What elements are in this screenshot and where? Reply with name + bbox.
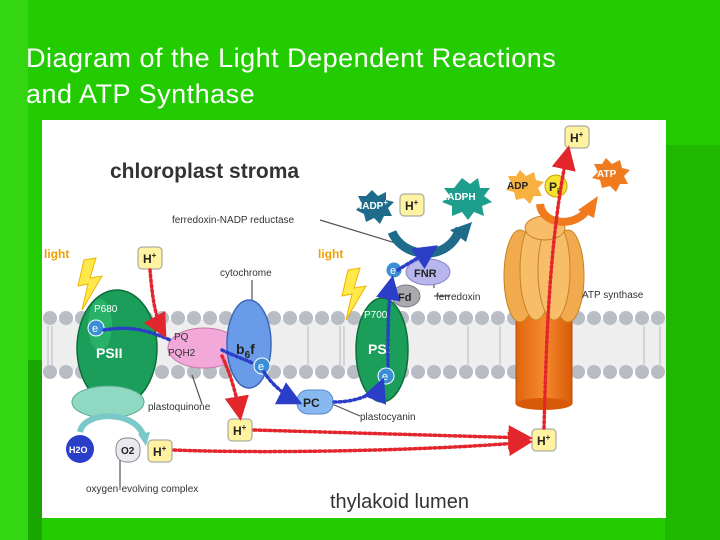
h-plus-badge (564, 125, 590, 149)
cytochrome-label: cytochrome (220, 268, 272, 279)
electron-label: e (258, 361, 264, 373)
nadph-burst-icon (442, 178, 492, 220)
water-molecule-icon (66, 435, 94, 463)
phosphate-label: Pi (549, 180, 559, 196)
h-plus-label: H+ (153, 444, 167, 459)
photosystem-ii (71, 289, 158, 419)
electron-transport-path (102, 245, 439, 405)
background-stripe (665, 145, 720, 540)
atp-burst-icon (592, 158, 630, 192)
h-plus-label: H+ (405, 198, 419, 213)
fd-label: Fd (398, 292, 411, 304)
o2-label: O2 (121, 446, 135, 457)
plastoquinone-label: plastoquinone (148, 402, 211, 413)
h-plus-label: H+ (233, 423, 247, 438)
h-plus-label: H+ (570, 130, 584, 145)
fnr-reductase-label: ferredoxin-NADP reductase (172, 215, 295, 226)
background-stripe (0, 0, 28, 540)
lightning-icon (341, 267, 367, 321)
h-plus-badge (147, 439, 173, 463)
nadph-label: NADPH (440, 192, 476, 203)
electron-icon (87, 319, 105, 337)
plastocyanin-label: plastocyanin (360, 412, 416, 423)
pq-label: PQ (174, 332, 189, 343)
atp-synthase (503, 215, 585, 410)
arrowhead (450, 222, 472, 242)
stroma-label: chloroplast stroma (110, 160, 299, 183)
electron-label: e (382, 371, 388, 383)
h-plus-label: H+ (537, 433, 551, 448)
arrowhead (578, 196, 598, 218)
nadp-burst-icon (356, 190, 394, 224)
h2o-label: H2O (69, 445, 88, 455)
psi-label: PSI (368, 341, 391, 357)
lightning-icon (77, 257, 103, 311)
h-plus-label: H+ (143, 251, 157, 266)
adp-burst-icon (506, 170, 544, 204)
fnr-label: FNR (414, 268, 437, 280)
arrowhead (138, 432, 150, 446)
pqh2-label: PQH2 (168, 348, 196, 359)
nadp-label: NADP+ (355, 198, 388, 212)
nadph-reduction-arrow (387, 226, 465, 258)
light-label: light (318, 247, 343, 261)
b6f-label: b6f (236, 341, 255, 361)
electron-label: e (390, 265, 396, 277)
p700-label: P700 (364, 310, 388, 321)
background-stripe (28, 360, 42, 540)
proton-transport-path (143, 145, 576, 457)
slide-title-line: Diagram of the Light Dependent Reactions (26, 43, 557, 73)
electron-label: e (92, 323, 98, 335)
psii-label: PSII (96, 345, 122, 361)
p680-label: P680 (94, 304, 118, 315)
diagram-figure: chloroplast stroma thylakoid lumen light… (42, 120, 666, 518)
slide-title: Diagram of the Light Dependent Reactions… (26, 40, 706, 112)
lumen-label: thylakoid lumen (330, 491, 469, 513)
adp-label: ADP (507, 181, 528, 192)
h-plus-badge (399, 193, 425, 217)
oxygen-molecule-icon (115, 437, 141, 463)
light-reactions-diagram: chloroplast stroma thylakoid lumen light… (42, 125, 666, 513)
atp-formation-arrow (536, 202, 592, 226)
atp-synthase-label: ATP synthase (582, 290, 644, 301)
atp-label: ATP (597, 169, 617, 180)
oec-label: oxygen-evolving complex (86, 484, 198, 495)
water-splitting-arrow (77, 413, 147, 440)
slide-title-line: and ATP Synthase (26, 79, 256, 109)
pc-label: PC (303, 396, 320, 410)
light-label: light (44, 247, 69, 261)
electron-icon (253, 357, 271, 375)
ferredoxin-label: ferredoxin (436, 292, 480, 303)
